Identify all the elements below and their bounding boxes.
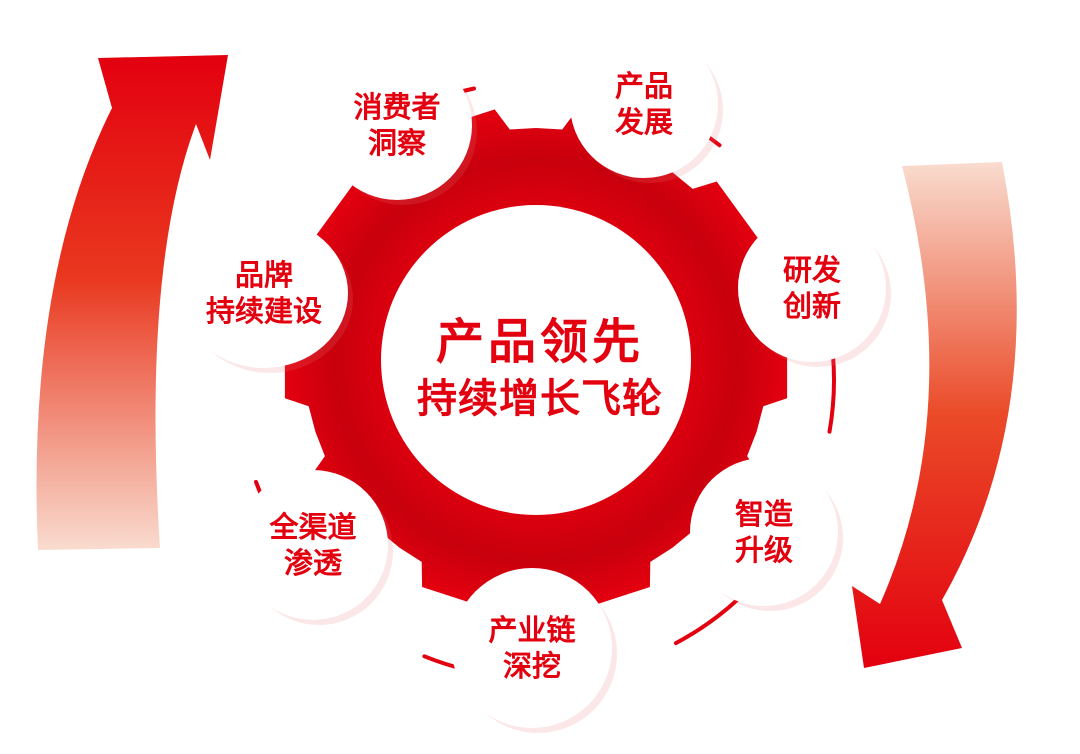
node-industry-chain: 产业链 深挖: [452, 568, 612, 728]
node-label-line1: 品牌: [234, 258, 293, 292]
node-label-line1: 研发: [782, 253, 841, 287]
node-label-line1: 全渠道: [269, 510, 357, 544]
gear-inner-hole: [381, 205, 691, 515]
center-title-line2: 持续增长飞轮: [417, 376, 663, 422]
node-label-line1: 消费者: [353, 90, 441, 124]
node-label-line1: 智造: [734, 497, 793, 531]
node-label-line2: 发展: [614, 105, 673, 139]
node-smart-manufacturing: 智造 升级: [690, 458, 838, 606]
right-cycle-arrow: [852, 162, 1017, 668]
node-label-line1: 产业链: [488, 613, 576, 647]
node-product-development: 产品 发展: [570, 30, 718, 178]
node-label-line2: 洞察: [367, 126, 426, 160]
node-label-line2: 渗透: [283, 546, 342, 580]
node-label-line2: 深挖: [502, 649, 561, 683]
center-title-line1: 产品领先: [435, 314, 644, 370]
node-label-line1: 产品: [614, 69, 673, 103]
left-cycle-arrow: [36, 55, 229, 550]
node-brand-building: 品牌 持续建设: [180, 218, 348, 368]
node-label-line2: 升级: [734, 533, 793, 567]
node-consumer-insight: 消费者 洞察: [322, 50, 472, 200]
node-label-line2: 创新: [782, 289, 841, 323]
node-rnd-innovation: 研发 创新: [738, 214, 886, 362]
node-omnichannel: 全渠道 渗透: [238, 470, 388, 620]
node-label-line2: 持续建设: [205, 294, 322, 328]
